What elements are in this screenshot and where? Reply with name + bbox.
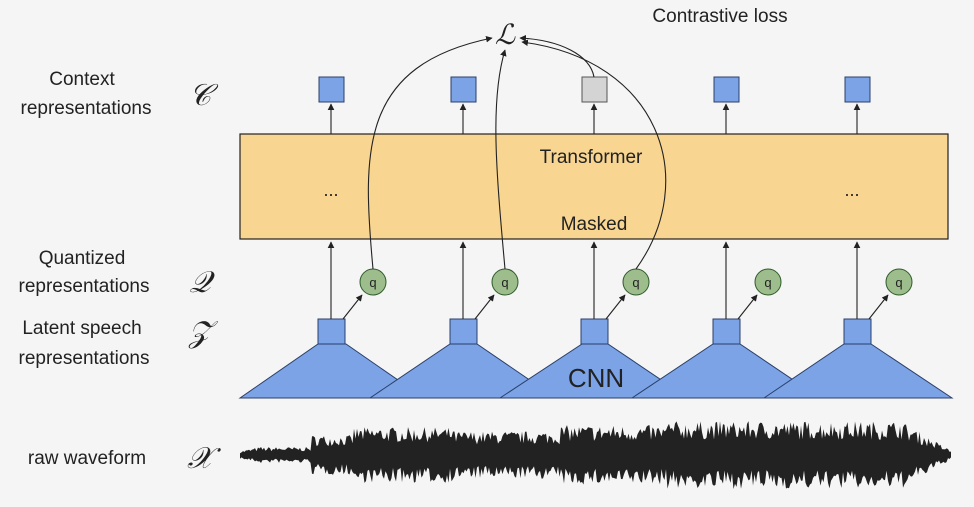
latent-square-5	[843, 318, 872, 345]
context-square-1	[318, 76, 345, 103]
latent-square-2	[449, 318, 478, 345]
latent-label-line1: Latent speech	[22, 318, 141, 339]
raw-waveform	[240, 421, 951, 489]
transformer-block	[239, 133, 949, 240]
q-label-4: q	[764, 275, 771, 290]
context-square-5	[844, 76, 871, 103]
raw-symbol: 𝒳	[187, 441, 221, 476]
cnn-label: CNN	[568, 363, 624, 393]
context-square-masked	[581, 76, 608, 103]
transformer-masked-label: Masked	[561, 214, 628, 235]
latent-symbol: 𝒵	[188, 315, 219, 350]
context-symbol: 𝒞	[189, 78, 219, 113]
latent-square-4	[712, 318, 741, 345]
transformer-to-context-arrows	[327, 103, 861, 134]
latent-squares	[317, 318, 872, 345]
context-label-line2: representations	[21, 98, 152, 119]
loss-arrows	[367, 35, 667, 270]
context-square-4	[713, 76, 740, 103]
loss-arrow-from-masked	[519, 35, 595, 78]
loss-arrow-from-q1	[367, 35, 493, 270]
transformer-ellipsis-right: ...	[844, 180, 859, 200]
cnn-triangle-5	[762, 343, 954, 399]
q-circles	[359, 268, 913, 296]
q-label-5: q	[895, 275, 902, 290]
q-label-2: q	[501, 275, 508, 290]
q-label-1: q	[369, 275, 376, 290]
raw-waveform-label: raw waveform	[28, 448, 146, 469]
q-circle-4	[754, 268, 782, 296]
quantized-label-line1: Quantized	[39, 248, 126, 269]
cnn-triangles	[238, 343, 954, 399]
loss-symbol: ℒ	[495, 18, 516, 51]
context-label-line1: Context	[49, 69, 115, 90]
latent-label-line2: representations	[19, 348, 150, 369]
q-circle-5	[885, 268, 913, 296]
context-squares	[318, 76, 871, 103]
contrastive-loss-label: Contrastive loss	[652, 6, 787, 27]
cnn-triangle-1	[238, 343, 426, 399]
z-to-transformer-arrows	[327, 241, 861, 319]
quantized-symbol: 𝒬	[189, 265, 215, 300]
transformer-ellipsis-left: ...	[323, 180, 338, 200]
loss-arrow-from-q2	[495, 49, 507, 270]
quantized-label-line2: representations	[19, 276, 150, 297]
latent-square-3	[580, 318, 609, 345]
context-square-2	[450, 76, 477, 103]
latent-square-1	[317, 318, 346, 345]
loss-arrow-from-q3	[521, 39, 667, 270]
q-label-3: q	[632, 275, 639, 290]
transformer-title: Transformer	[540, 147, 643, 168]
z-to-q-arrows	[342, 294, 889, 320]
